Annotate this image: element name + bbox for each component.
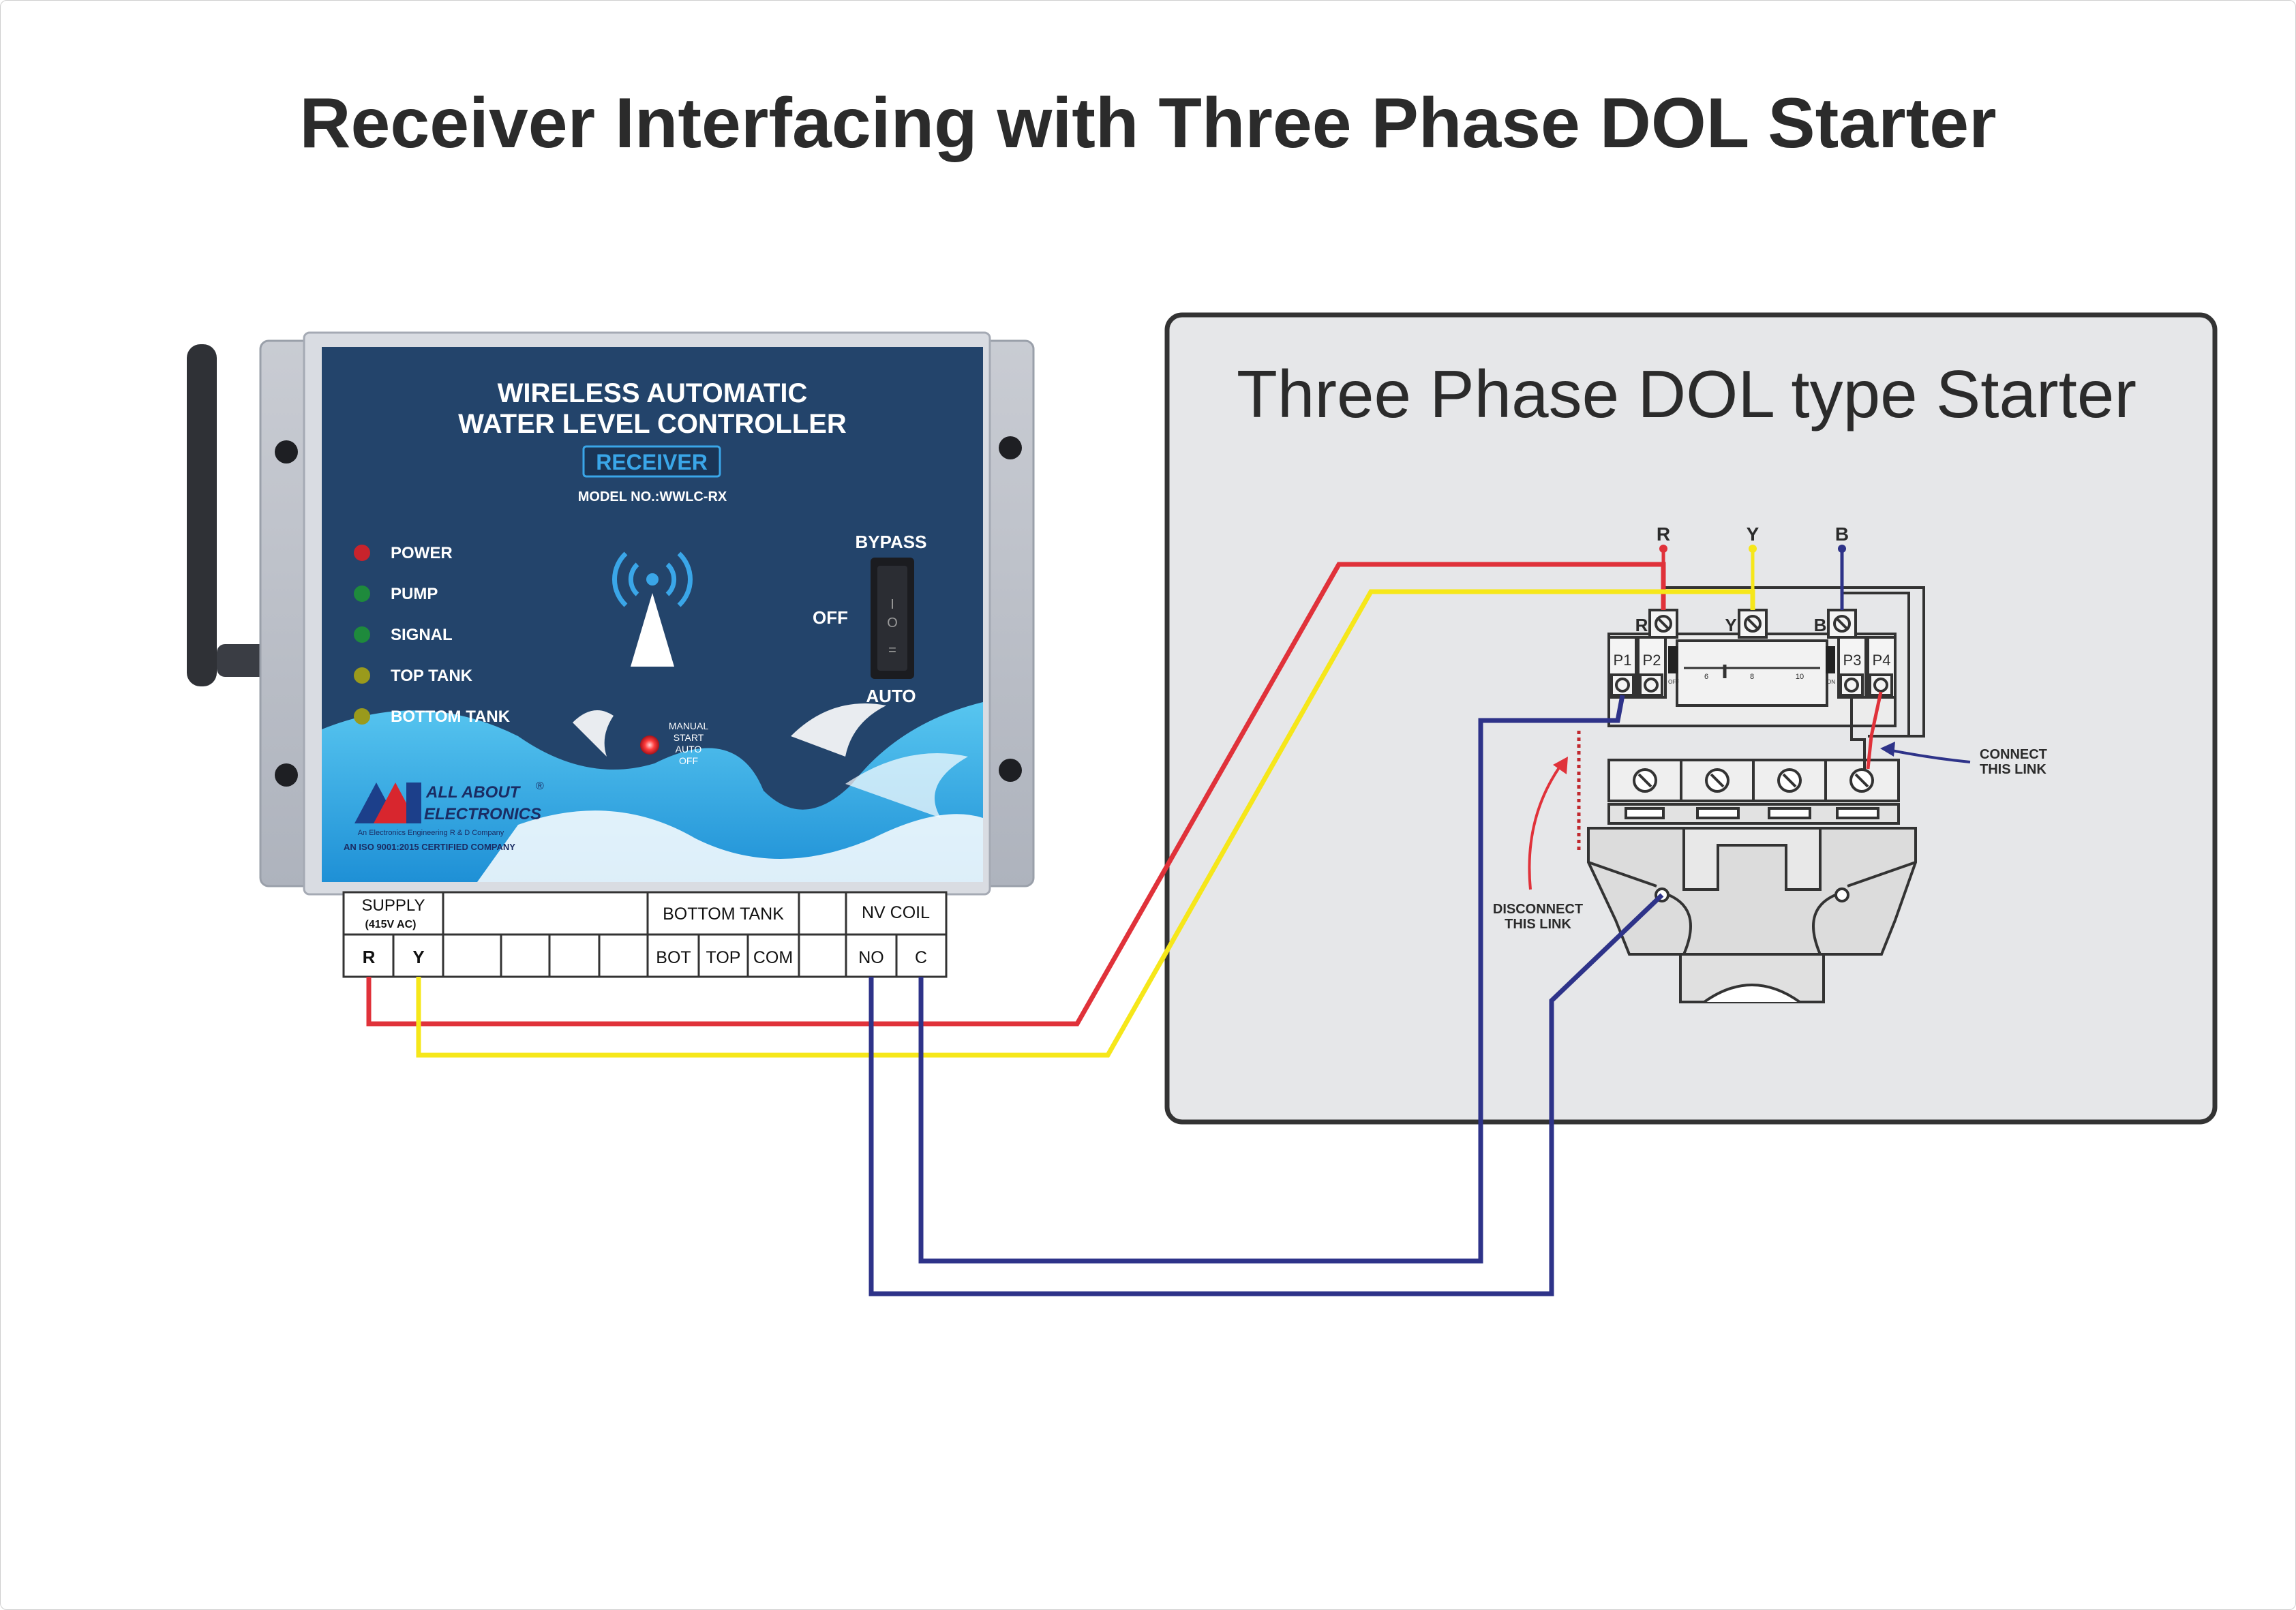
terminal-c: C <box>915 948 927 967</box>
terminal-top: TOP <box>706 948 741 967</box>
led-label-power: POWER <box>391 544 453 562</box>
red-link-p4 <box>1866 691 1883 770</box>
blue-wire-c <box>918 695 1625 1264</box>
bottom-tank-label: BOTTOM TANK <box>663 905 784 924</box>
phase-label-r: R <box>1657 523 1670 545</box>
receiver-model: MODEL NO.:WWLC-RX <box>578 489 727 504</box>
power-led <box>354 545 370 561</box>
terminal-bot: BOT <box>656 948 691 967</box>
switch-off-label: OFF <box>813 607 848 628</box>
antenna <box>187 344 217 686</box>
svg-text:START: START <box>674 732 704 743</box>
contactor-y-label: Y <box>1725 615 1736 635</box>
connect-note-line2: THIS LINK <box>1980 762 2046 777</box>
led-list: POWER PUMP SIGNAL TOP TANK BOTTOM TANK <box>354 544 511 726</box>
overload-p4: P4 <box>1873 652 1891 669</box>
terminal-r: R <box>363 947 376 967</box>
phase-label-y: Y <box>1747 523 1759 545</box>
connect-note-line1: CONNECT <box>1980 747 2047 762</box>
logo-line2: ELECTRONICS <box>424 805 541 823</box>
wireless-signal-icon <box>612 551 693 667</box>
switch-mark-mid: O <box>887 616 898 631</box>
wires <box>366 545 1883 1296</box>
signal-led <box>354 626 370 643</box>
starter-title: Three Phase DOL type Starter <box>1237 356 2136 431</box>
disconnect-note-line2: THIS LINK <box>1505 917 1571 932</box>
receiver-heading-2: WATER LEVEL CONTROLLER <box>458 409 847 439</box>
terminal-y: Y <box>412 947 424 967</box>
contactor-b-label: B <box>1814 615 1827 635</box>
overload-p2: P2 <box>1643 652 1661 669</box>
contactor-r-label: R <box>1635 615 1648 635</box>
receiver-heading-1: WIRELESS AUTOMATIC <box>498 378 808 408</box>
nv-coil-label: NV COIL <box>862 903 930 922</box>
overload-p1: P1 <box>1614 652 1632 669</box>
scale-8: 8 <box>1750 673 1754 681</box>
contactor-drawing <box>1587 586 1925 1003</box>
overload-off-mark: OFF <box>1668 679 1679 685</box>
top-tank-led <box>354 667 370 684</box>
black-link-p3 <box>1850 695 1866 769</box>
overload-p3: P3 <box>1843 652 1862 669</box>
starter-labels: R Y B R Y B P1 P2 P3 P4 6 8 10 OFF ON CO… <box>1493 523 2047 932</box>
logo-registered: ® <box>536 780 544 792</box>
led-label-bottom-tank: BOTTOM TANK <box>391 708 511 726</box>
terminal-block <box>342 891 948 978</box>
switch-mark-off: = <box>888 643 896 658</box>
red-wire <box>366 562 1666 1027</box>
page-title: Receiver Interfacing with Three Phase DO… <box>299 84 1997 163</box>
bottom-tank-led <box>354 708 370 725</box>
switch-auto-label: AUTO <box>866 686 916 706</box>
manual-start-text: MANUAL START AUTO OFF <box>669 720 709 766</box>
terminal-labels: SUPPLY (415V AC) BOTTOM TANK NV COIL R Y… <box>362 896 931 967</box>
supply-sub-label: (415V AC) <box>365 919 417 930</box>
led-label-pump: PUMP <box>391 585 438 603</box>
yellow-wire <box>416 589 1755 1058</box>
scale-10: 10 <box>1796 673 1804 681</box>
logo-tagline: An Electronics Engineering R & D Company <box>358 829 504 837</box>
logo-line1: ALL ABOUT <box>425 783 522 802</box>
manual-start-led <box>640 735 659 755</box>
led-label-signal: SIGNAL <box>391 626 453 644</box>
pump-led <box>354 586 370 602</box>
blue-wire-no <box>868 893 1664 1296</box>
bypass-switch: BYPASS OFF AUTO I O = <box>813 532 927 706</box>
disconnect-note-line1: DISCONNECT <box>1493 902 1583 917</box>
phase-label-b: B <box>1835 523 1849 545</box>
logo-certification: AN ISO 9001:2015 CERTIFIED COMPANY <box>344 842 515 852</box>
annotation-arrows <box>1528 731 1971 890</box>
led-label-top-tank: TOP TANK <box>391 667 473 685</box>
svg-text:MANUAL: MANUAL <box>669 720 709 731</box>
receiver-device: WIRELESS AUTOMATIC WATER LEVEL CONTROLLE… <box>187 331 1035 896</box>
svg-text:OFF: OFF <box>679 755 698 766</box>
switch-mark-on: I <box>890 597 894 612</box>
company-logo: ALL ABOUT ® ELECTRONICS An Electronics E… <box>344 780 544 852</box>
svg-text:AUTO: AUTO <box>676 744 702 755</box>
terminal-no: NO <box>858 948 884 967</box>
switch-bypass-label: BYPASS <box>856 532 927 552</box>
scale-6: 6 <box>1704 673 1708 681</box>
supply-label: SUPPLY <box>362 896 425 915</box>
receiver-badge: RECEIVER <box>596 450 708 474</box>
overload-on-mark: ON <box>1827 679 1835 685</box>
terminal-com: COM <box>753 948 793 967</box>
